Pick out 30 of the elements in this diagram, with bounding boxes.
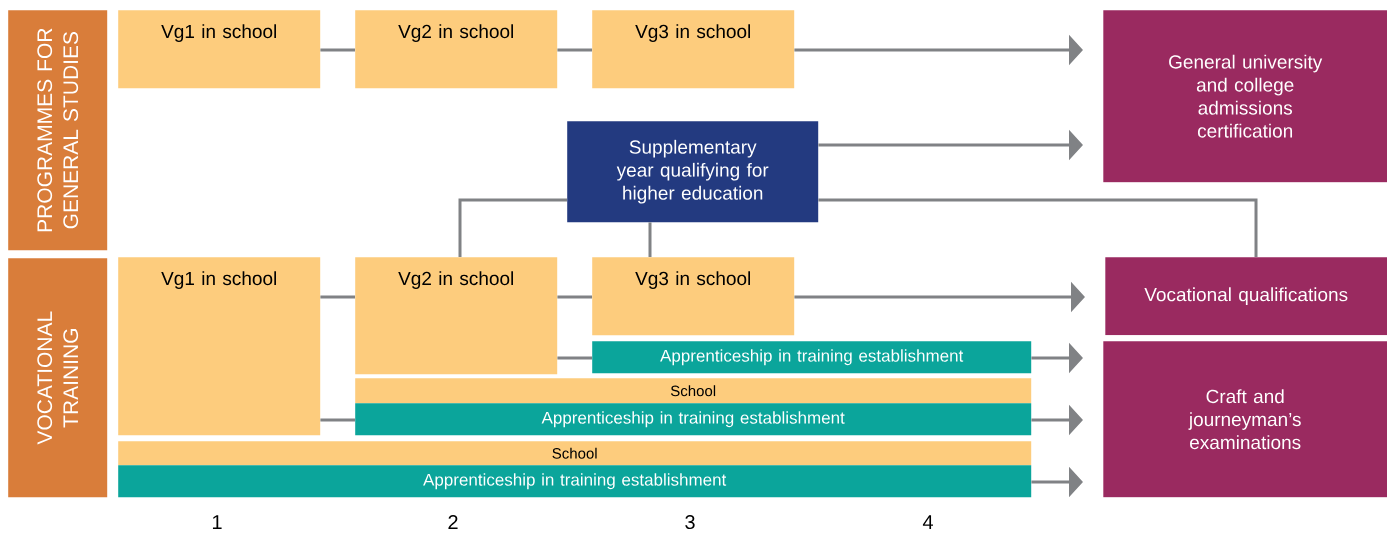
connector-line	[557, 356, 592, 360]
connector-line	[320, 295, 355, 299]
section-band: PROGRAMMES FOR GENERAL STUDIES	[8, 10, 108, 251]
stage-box: Vg1 in school	[118, 257, 321, 436]
pathway-bar: School	[355, 378, 1032, 404]
connector-line	[557, 48, 592, 52]
year-number: 4	[922, 515, 933, 529]
stage-box: Vg2 in school	[355, 257, 558, 375]
connector-line	[458, 198, 567, 257]
connector-line	[320, 418, 355, 422]
pathway-bar: Apprenticeship in training establishment	[355, 403, 1032, 436]
section-band: VOCATIONAL TRAINING	[8, 258, 108, 498]
stage-box: Vg3 in school	[592, 257, 795, 336]
stage-box: Vg1 in school	[118, 10, 321, 89]
pathway-bar: Apprenticeship in training establishment	[118, 465, 1032, 498]
outcome-box: Craft and journeyman’s examinations	[1103, 341, 1387, 498]
connector-line	[818, 198, 1258, 257]
pathway-bar: Apprenticeship in training establishment	[592, 341, 1032, 374]
outcome-box: General university and college admissions certification	[1103, 10, 1387, 183]
stage-box: Vg2 in school	[355, 10, 558, 89]
year-number: 1	[212, 515, 222, 529]
connector-line	[320, 48, 355, 52]
connector-line	[648, 222, 652, 257]
year-number: 2	[448, 515, 458, 529]
outcome-box: Vocational qualifications	[1105, 257, 1387, 336]
connector-line	[557, 295, 592, 299]
year-number: 3	[685, 514, 695, 530]
pathway-bar: School	[118, 441, 1032, 466]
stage-box: Vg3 in school	[592, 10, 795, 89]
stage-box: Supplementary year qualifying for higher education	[567, 121, 819, 223]
